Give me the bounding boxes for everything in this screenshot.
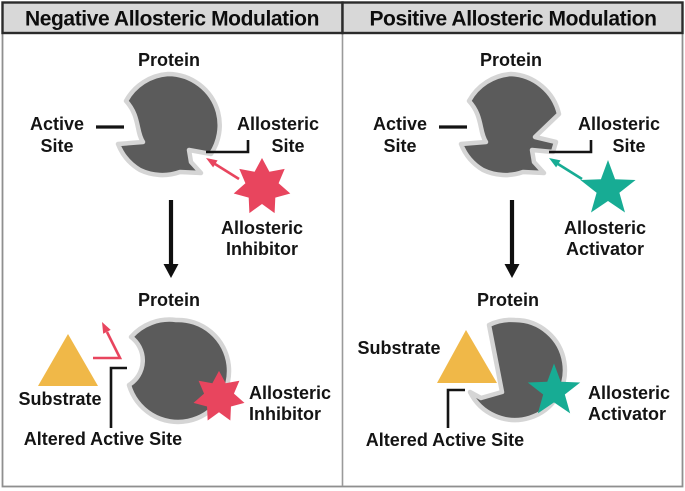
altered-active-site-pointer-line	[446, 388, 465, 428]
activator-label-line1: Allosteric	[564, 218, 646, 238]
header: Negative Allosteric Modulation Positive …	[1, 1, 684, 35]
header-right-cell	[341, 1, 684, 35]
transition-arrowhead-icon	[163, 264, 179, 278]
protein-label: Protein	[480, 50, 542, 70]
allosteric-site-label-line1: Allosteric	[578, 114, 660, 134]
active-site-label-line1: Active	[30, 114, 84, 134]
altered-active-site-pointer-line	[109, 366, 127, 428]
activator-binding-arrow	[557, 162, 583, 181]
allosteric-site-pointer-line	[206, 140, 250, 154]
allosteric-site-pointer-line	[549, 140, 593, 154]
active-site-label-line2: Site	[383, 136, 416, 156]
inhibitor-star-bound-icon	[193, 370, 245, 421]
substrate-label: Substrate	[18, 389, 101, 409]
altered-active-site-label: Altered Active Site	[366, 430, 524, 450]
substrate-label: Substrate	[357, 338, 440, 358]
protein-blob-altered	[467, 317, 568, 423]
allosteric-site-label-line1: Allosteric	[237, 114, 319, 134]
negative-bottom-scene: Protein Allosteric Inhibitor Substrate A…	[18, 290, 331, 449]
inhibitor-label-line1: Allosteric	[221, 218, 303, 238]
inhibitor-label-line2: Inhibitor	[226, 239, 298, 259]
substrate-rejection-arrowhead-icon	[102, 322, 111, 334]
panel-positive-modulation: Protein Active Site Allosteric Site Allo…	[357, 50, 670, 450]
altered-active-site-label: Altered Active Site	[24, 429, 182, 449]
activator-binding-arrowhead-icon	[549, 158, 561, 168]
transition-arrowhead-icon	[504, 264, 520, 278]
protein-label: Protein	[138, 290, 200, 310]
activator-star-bound-icon	[527, 363, 581, 414]
inhibitor-label-line1: Allosteric	[249, 383, 331, 403]
inhibitor-star-icon	[233, 158, 291, 214]
substrate-triangle-icon	[437, 330, 497, 383]
protein-blob	[115, 71, 222, 178]
active-site-label-line1: Active	[373, 114, 427, 134]
substrate-rejection-arrow	[93, 331, 123, 360]
allosteric-site-label-line2: Site	[271, 136, 304, 156]
inhibitor-binding-arrow	[214, 162, 240, 181]
header-positive-title: Positive Allosteric Modulation	[369, 8, 656, 31]
positive-bottom-scene: Protein Substrate Allosteric Activator A…	[357, 290, 670, 450]
protein-label: Protein	[477, 290, 539, 310]
activator-label-line2: Activator	[566, 239, 644, 259]
active-site-label-line2: Site	[40, 136, 73, 156]
activator-label-line1: Allosteric	[588, 383, 670, 403]
activator-star-icon	[580, 160, 636, 213]
substrate-triangle-icon	[38, 334, 98, 386]
header-left-cell	[1, 1, 344, 35]
inhibitor-binding-arrowhead-icon	[206, 158, 218, 168]
inhibitor-label-line2: Inhibitor	[249, 404, 321, 424]
positive-top-scene: Protein Active Site Allosteric Site Allo…	[373, 50, 660, 278]
negative-top-scene: Protein Active Site Allosteric Site Allo…	[30, 50, 319, 278]
header-negative-title: Negative Allosteric Modulation	[25, 8, 319, 31]
panel-negative-modulation: Protein Active Site Allosteric Site Allo…	[18, 50, 331, 449]
allosteric-site-label-line2: Site	[612, 136, 645, 156]
protein-blob	[458, 71, 562, 178]
activator-label-line2: Activator	[588, 404, 666, 424]
protein-label: Protein	[138, 50, 200, 70]
